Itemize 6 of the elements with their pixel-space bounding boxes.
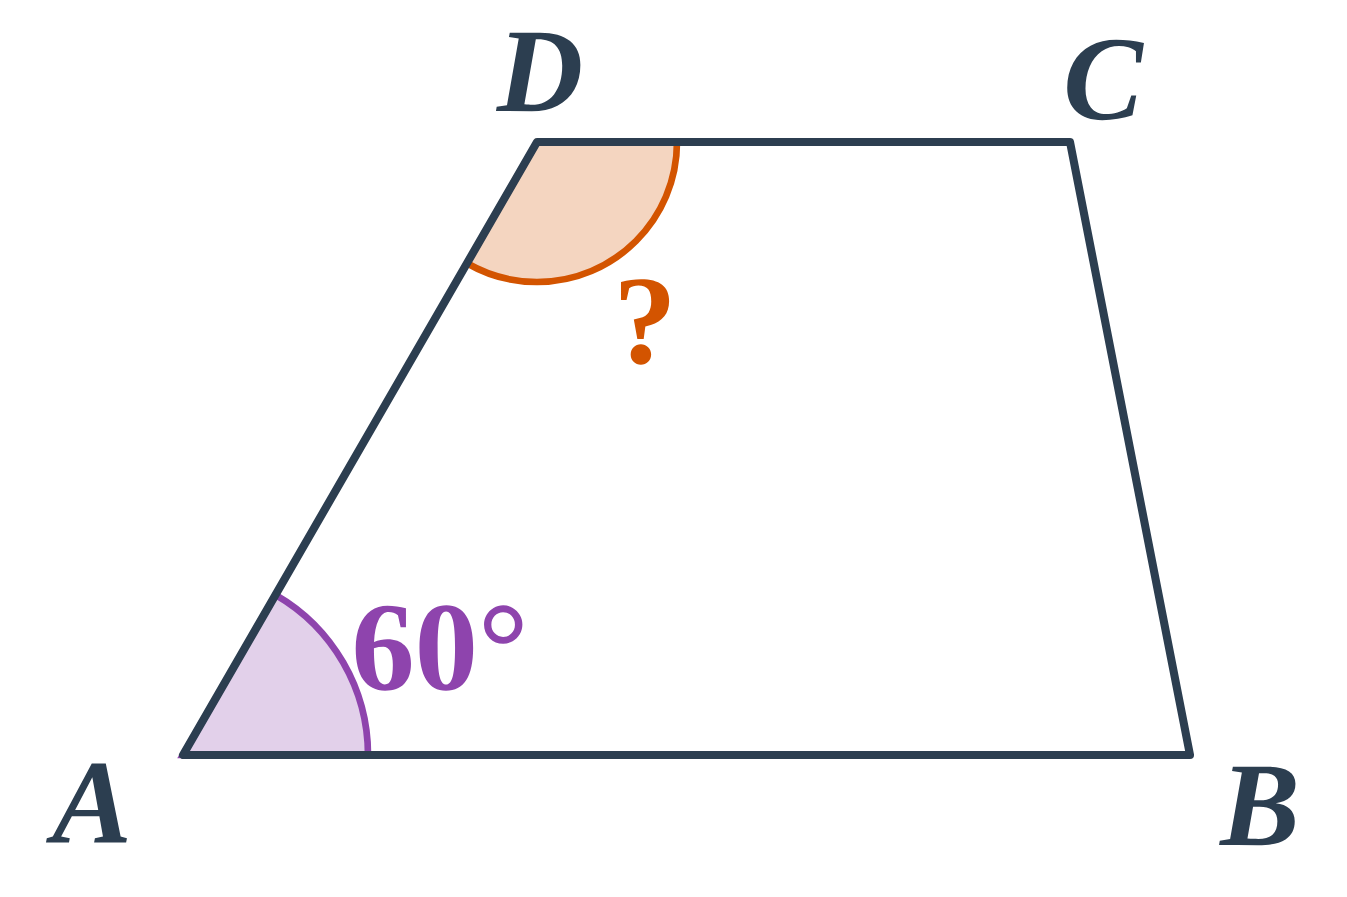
vertex-label: A bbox=[45, 763, 127, 843]
vertex-label: D bbox=[495, 32, 581, 112]
vertex-label: B bbox=[1219, 766, 1296, 846]
vertex-label: C bbox=[1067, 39, 1144, 121]
angle-label: ? bbox=[621, 279, 670, 365]
angle-label: 60° bbox=[355, 605, 523, 691]
